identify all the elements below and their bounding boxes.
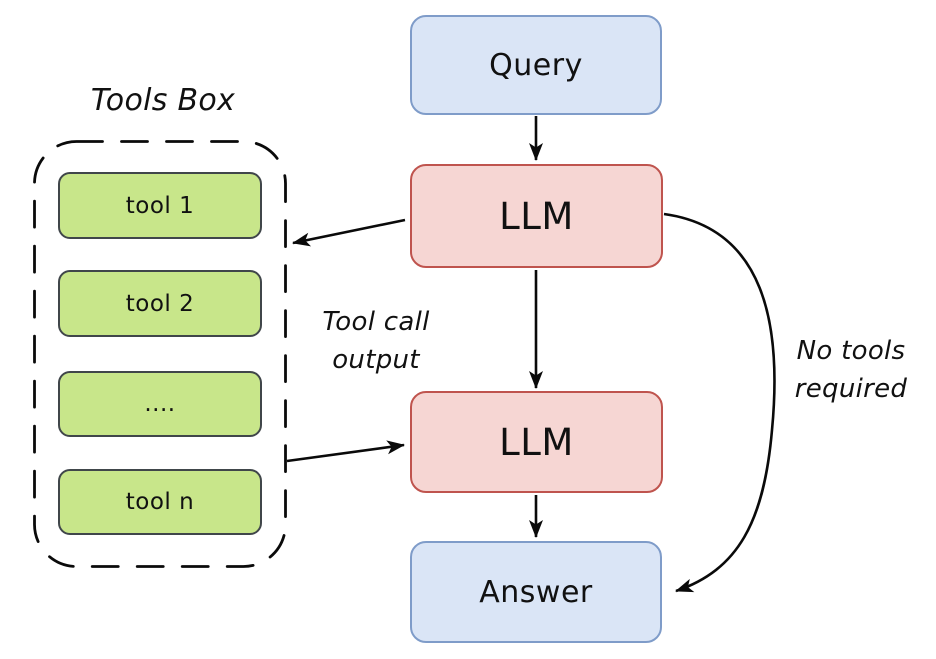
tool-call-output-line2: output — [332, 345, 420, 375]
no-tools-line2: required — [794, 374, 908, 404]
tool-ellipsis-box: .... — [58, 371, 262, 437]
query-label: Query — [489, 47, 583, 83]
answer-node: Answer — [410, 541, 662, 643]
tool-2-box: tool 2 — [58, 270, 262, 337]
tool-1-box: tool 1 — [58, 172, 262, 239]
llm-bottom-label: LLM — [499, 420, 574, 464]
tool-call-output-line1: Tool call — [322, 307, 430, 337]
answer-label: Answer — [479, 574, 593, 610]
tools-box-dashed-border — [33, 140, 287, 568]
tool-n-label: tool n — [125, 489, 195, 515]
tool-call-output-label: Tool call output — [296, 303, 456, 379]
llm-bottom-node: LLM — [410, 391, 663, 493]
arrow-no-tools-curve — [663, 212, 776, 593]
tool-ellipsis-label: .... — [144, 391, 176, 417]
tool-n-box: tool n — [58, 469, 262, 535]
arrow-toolsbox-to-llm — [286, 440, 405, 463]
no-tools-line1: No tools — [796, 336, 906, 366]
arrow-llm-to-toolsbox — [292, 218, 406, 247]
tools-box-title: Tools Box — [90, 83, 236, 118]
query-node: Query — [410, 15, 662, 115]
tool-2-label: tool 2 — [125, 290, 195, 317]
no-tools-required-label: No tools required — [770, 332, 932, 408]
llm-top-label: LLM — [499, 194, 574, 238]
llm-top-node: LLM — [410, 164, 663, 268]
tool-1-label: tool 1 — [125, 192, 195, 219]
